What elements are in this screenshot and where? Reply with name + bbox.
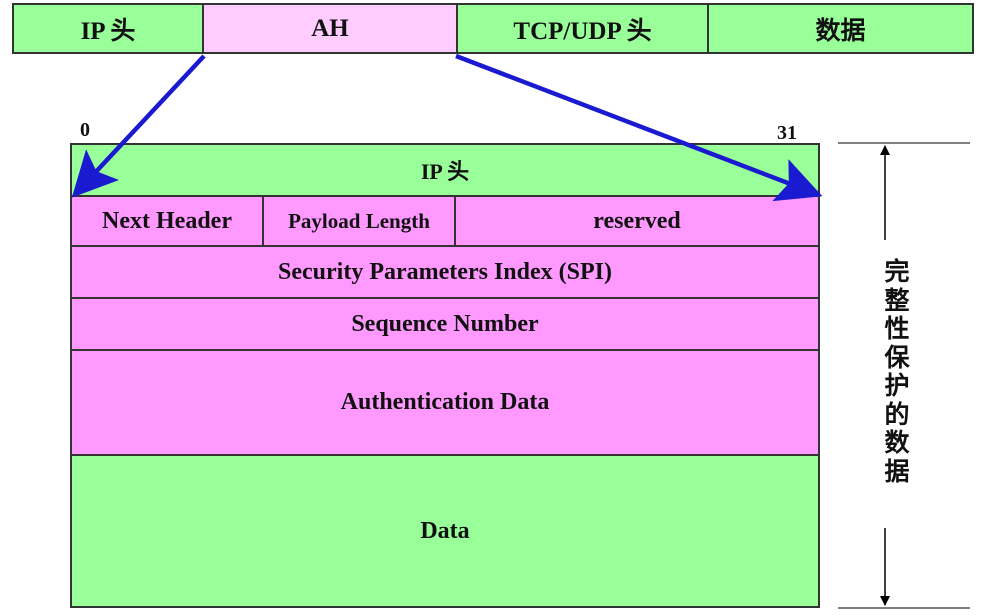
- packet-ip-header-label: IP 头: [80, 17, 136, 45]
- field-spi-label: Security Parameters Index (SPI): [278, 258, 612, 285]
- arrow-to-left: [71, 54, 206, 198]
- integrity-protected-label: 完 整 性 保 护 的 数 据: [882, 257, 912, 486]
- integrity-char: 整: [884, 285, 910, 315]
- field-authentication-data-label: Authentication Data: [340, 389, 550, 415]
- integrity-char: 护: [884, 371, 910, 400]
- integrity-char: 数: [884, 428, 910, 457]
- bit-start-label: 0: [80, 119, 90, 141]
- integrity-char: 完: [884, 257, 910, 286]
- packet-tcp-udp-header: TCP/UDP 头: [456, 3, 709, 54]
- packet-data-label: 数据: [815, 17, 866, 45]
- packet-tcp-udp-header-label: TCP/UDP 头: [513, 17, 652, 45]
- integrity-char: 保: [884, 342, 910, 372]
- field-reserved: reserved: [454, 195, 820, 247]
- integrity-char: 的: [884, 399, 910, 429]
- field-sequence-number: Sequence Number: [70, 297, 820, 351]
- packet-ip-header: IP 头: [12, 3, 204, 54]
- field-payload-length: Payload Length: [262, 195, 456, 247]
- field-reserved-label: reserved: [593, 207, 681, 234]
- ah-ip-header-label: IP 头: [420, 159, 470, 184]
- field-data: Data: [70, 454, 820, 608]
- integrity-char: 性: [884, 314, 910, 343]
- field-sequence-number-label: Sequence Number: [351, 310, 539, 337]
- field-data-label: Data: [420, 517, 470, 544]
- field-payload-length-label: Payload Length: [288, 208, 430, 233]
- arrow-to-right: [455, 53, 823, 202]
- field-next-header: Next Header: [70, 195, 264, 247]
- packet-ah: AH: [202, 3, 458, 54]
- bit-end-label: 31: [777, 122, 797, 144]
- integrity-char: 据: [884, 456, 910, 486]
- ah-ip-header: IP 头: [70, 143, 820, 197]
- packet-ah-label: AH: [311, 14, 349, 42]
- packet-data: 数据: [707, 3, 974, 54]
- field-spi: Security Parameters Index (SPI): [70, 245, 820, 299]
- field-next-header-label: Next Header: [102, 207, 232, 234]
